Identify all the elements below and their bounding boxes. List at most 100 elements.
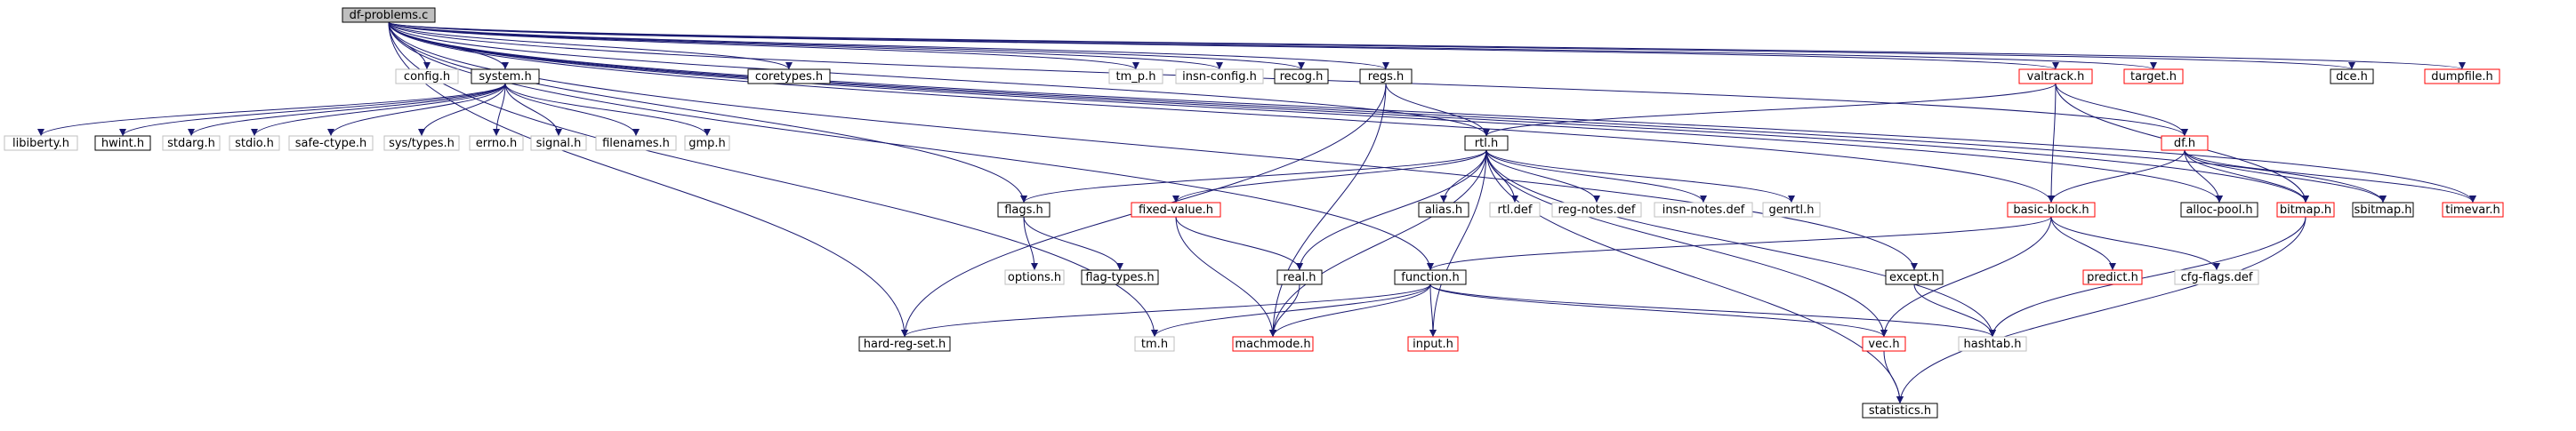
node-label: rtl.def xyxy=(1497,204,1532,217)
node-hard-reg-set-h[interactable]: hard-reg-set.h xyxy=(858,336,951,352)
edge-df_problems_c-to-basic_block_h xyxy=(388,21,2055,204)
node-predict-h[interactable]: predict.h xyxy=(2082,269,2143,285)
node-errno-h[interactable]: errno.h xyxy=(469,135,524,151)
node-statistics-h[interactable]: statistics.h xyxy=(1862,403,1938,419)
edge-df_problems_c-to-rtl_h xyxy=(388,21,1490,137)
node-label: hard-reg-set.h xyxy=(864,338,946,351)
node-machmode-h[interactable]: machmode.h xyxy=(1232,336,1314,352)
node-hwint-h[interactable]: hwint.h xyxy=(94,135,151,151)
node-insn-notes-def[interactable]: insn-notes.def xyxy=(1654,202,1753,218)
edge-system_h-to-gmp_h xyxy=(504,83,711,137)
node-box xyxy=(2082,269,2143,285)
node-alias-h[interactable]: alias.h xyxy=(1418,202,1469,218)
node-label: fixed-value.h xyxy=(1139,204,1213,217)
node-insn-config-h[interactable]: insn-config.h xyxy=(1175,68,1264,84)
node-label: df.h xyxy=(2174,137,2195,150)
node-real-h[interactable]: real.h xyxy=(1276,269,1323,285)
node-valtrack-h[interactable]: valtrack.h xyxy=(2018,68,2093,84)
node-hashtab-h[interactable]: hashtab.h xyxy=(1958,336,2027,352)
edge-basic_block_h-to-cfg_flags_def xyxy=(2050,216,2220,271)
node-box xyxy=(2018,68,2093,84)
edge-fixed_value_h-to-real_h xyxy=(1175,216,1303,271)
node-box xyxy=(2330,68,2374,84)
node-box xyxy=(2123,68,2184,84)
node-label: insn-notes.def xyxy=(1662,204,1745,217)
node-basic-block-h[interactable]: basic-block.h xyxy=(2007,202,2096,218)
node-box xyxy=(1489,202,1541,218)
edge-rtl_h-to-reg_notes_def xyxy=(1485,149,1600,204)
node-stdio-h[interactable]: stdio.h xyxy=(229,135,280,151)
node-function-h[interactable]: function.h xyxy=(1394,269,1467,285)
node-df-problems-c[interactable]: df-problems.c xyxy=(342,7,436,23)
edge-df_problems_c-to-valtrack_h xyxy=(388,21,2059,70)
node-rtl-def[interactable]: rtl.def xyxy=(1489,202,1541,218)
node-df-h[interactable]: df.h xyxy=(2161,135,2209,151)
node-label: flag-types.h xyxy=(1085,271,1154,284)
node-sys-types-h[interactable]: sys/types.h xyxy=(383,135,460,151)
node-alloc-pool-h[interactable]: alloc-pool.h xyxy=(2180,202,2258,218)
node-options-h[interactable]: options.h xyxy=(1004,269,1065,285)
edge-df_problems_c-to-flags_h xyxy=(388,21,1027,204)
node-box xyxy=(1862,336,1906,352)
node-except-h[interactable]: except.h xyxy=(1885,269,1944,285)
node-libiberty-h[interactable]: libiberty.h xyxy=(4,135,78,151)
edge-rtl_h-to-fixed_value_h xyxy=(1172,149,1487,204)
node-label: insn-config.h xyxy=(1182,70,1257,84)
edge-df_problems_c-to-regs_h xyxy=(388,21,1389,70)
node-system-h[interactable]: system.h xyxy=(471,68,540,84)
edge-rtl_h-to-flags_h xyxy=(1020,149,1487,204)
edge-function_h-to-machmode_h xyxy=(1269,283,1431,338)
node-box xyxy=(684,135,730,151)
node-filenames-h[interactable]: filenames.h xyxy=(595,135,677,151)
node-box xyxy=(94,135,151,151)
node-input-h[interactable]: input.h xyxy=(1407,336,1459,352)
node-signal-h[interactable]: signal.h xyxy=(530,135,587,151)
node-config-h[interactable]: config.h xyxy=(395,68,459,84)
node-target-h[interactable]: target.h xyxy=(2123,68,2184,84)
node-stdarg-h[interactable]: stdarg.h xyxy=(162,135,221,151)
node-safe-ctype-h[interactable]: safe-ctype.h xyxy=(288,135,374,151)
node-gmp-h[interactable]: gmp.h xyxy=(684,135,730,151)
node-coretypes-h[interactable]: coretypes.h xyxy=(747,68,831,84)
edge-function_h-to-hashtab_h xyxy=(1429,283,1996,338)
node-cfg-flags-def[interactable]: cfg-flags.def xyxy=(2174,269,2259,285)
edge-df_problems_c-to-dce_h xyxy=(388,21,2355,70)
node-rtl-h[interactable]: rtl.h xyxy=(1464,135,1509,151)
node-genrtl-h[interactable]: genrtl.h xyxy=(1762,202,1821,218)
node-box xyxy=(1175,68,1264,84)
node-label: predict.h xyxy=(2087,271,2138,284)
node-reg-notes-def[interactable]: reg-notes.def xyxy=(1551,202,1642,218)
node-label: basic-block.h xyxy=(2013,204,2089,217)
edge-system_h-to-libiberty_h xyxy=(37,83,506,137)
node-sbitmap-h[interactable]: sbitmap.h xyxy=(2352,202,2414,218)
node-fixed-value-h[interactable]: fixed-value.h xyxy=(1131,202,1221,218)
node-label: recog.h xyxy=(1280,70,1324,84)
node-dumpfile-h[interactable]: dumpfile.h xyxy=(2424,68,2500,84)
node-box xyxy=(1958,336,2027,352)
edge-vec_h-to-statistics_h xyxy=(1883,350,1904,404)
node-tm-p-h[interactable]: tm_p.h xyxy=(1108,68,1163,84)
node-bitmap-h[interactable]: bitmap.h xyxy=(2276,202,2335,218)
node-timevar-h[interactable]: timevar.h xyxy=(2442,202,2504,218)
edge-df_problems_c-to-dumpfile_h xyxy=(388,21,2466,70)
node-tm-h[interactable]: tm.h xyxy=(1134,336,1175,352)
node-flag-types-h[interactable]: flag-types.h xyxy=(1081,269,1159,285)
node-box xyxy=(469,135,524,151)
node-box xyxy=(4,135,78,151)
node-label: vec.h xyxy=(1868,338,1899,351)
node-label: genrtl.h xyxy=(1769,204,1815,217)
edge-system_h-to-hwint_h xyxy=(119,83,506,137)
node-recog-h[interactable]: recog.h xyxy=(1274,68,1329,84)
node-flags-h[interactable]: flags.h xyxy=(997,202,1051,218)
node-box xyxy=(747,68,831,84)
edge-df_h-to-sbitmap_h xyxy=(2184,149,2387,204)
node-regs-h[interactable]: regs.h xyxy=(1359,68,1413,84)
node-label: alloc-pool.h xyxy=(2186,204,2252,217)
edge-function_h-to-vec_h xyxy=(1429,283,1888,338)
node-vec-h[interactable]: vec.h xyxy=(1862,336,1906,352)
edge-rtl_h-to-genrtl_h xyxy=(1485,149,1795,204)
edge-valtrack_h-to-basic_block_h xyxy=(2048,83,2057,204)
node-box xyxy=(1108,68,1163,84)
node-dce-h[interactable]: dce.h xyxy=(2330,68,2374,84)
